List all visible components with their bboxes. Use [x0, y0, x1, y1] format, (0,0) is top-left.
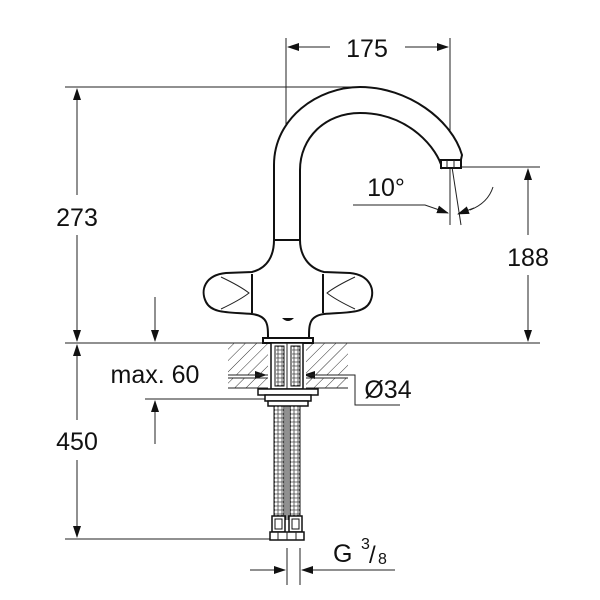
- dimension-connection-thread: G 3 / 8: [250, 536, 395, 585]
- dimension-spout-reach: 175: [287, 35, 449, 63]
- mounting-hardware: [257, 342, 319, 407]
- spout-reach-label: 175: [346, 35, 388, 63]
- total-height-label: 273: [56, 204, 98, 232]
- supply-hoses: [269, 405, 305, 541]
- outlet-angle-label: 10°: [367, 174, 405, 202]
- max-deck-thickness-label: max. 60: [111, 361, 200, 389]
- thread-prefix-label: G: [333, 540, 352, 568]
- thread-numerator-label: 3: [361, 536, 370, 553]
- thread-slash-label: /: [369, 542, 376, 569]
- outlet-height-label: 188: [507, 244, 549, 272]
- dimension-max-deck-thickness: max. 60: [111, 297, 200, 444]
- dimension-total-height: 273: [56, 88, 98, 342]
- dimension-outlet-height: 188: [507, 168, 549, 342]
- hole-diameter-label: Ø34: [364, 376, 411, 404]
- faucet-body: [202, 85, 464, 344]
- faucet-base: [202, 239, 374, 344]
- dimension-hose-length: 450: [56, 344, 98, 538]
- hose-length-label: 450: [56, 428, 98, 456]
- thread-denominator-label: 8: [378, 551, 387, 568]
- spout: [273, 85, 464, 241]
- indicator-mark: [282, 318, 294, 321]
- aerator: [440, 159, 462, 169]
- dimension-outlet-angle: 10°: [353, 166, 494, 226]
